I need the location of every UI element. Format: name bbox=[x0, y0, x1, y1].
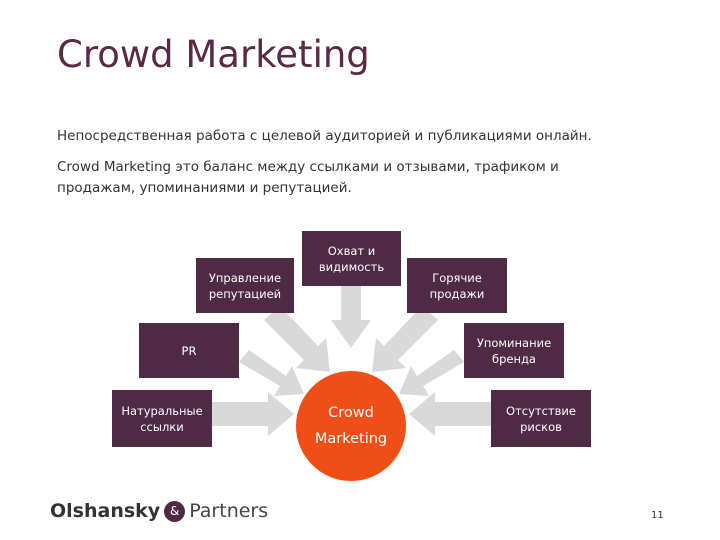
center-circle: Crowd Marketing bbox=[296, 371, 406, 481]
ampersand-icon: & bbox=[164, 500, 186, 522]
arrow-gor bbox=[372, 306, 438, 372]
arrow-ots bbox=[409, 392, 491, 436]
box-pr-label: PR bbox=[181, 343, 197, 358]
box-no-risks-line1: Отсутствие bbox=[506, 403, 576, 418]
arrow-ohvat bbox=[331, 286, 371, 348]
arrow-pr bbox=[239, 350, 304, 396]
center-label-line1: Crowd bbox=[328, 405, 374, 421]
description-paragraph: Crowd Marketing это баланс между ссылкам… bbox=[57, 159, 559, 196]
logo-partners: Partners bbox=[189, 500, 269, 522]
box-reach-line2: видимость bbox=[318, 259, 385, 274]
arrow-uprav bbox=[264, 306, 330, 372]
box-hot-sales-line2: продажи bbox=[429, 286, 485, 301]
intro-paragraph: Непосредственная работа с целевой аудито… bbox=[57, 128, 592, 144]
page-number: 11 bbox=[651, 510, 664, 521]
box-natural-line1: Натуральные bbox=[121, 403, 203, 418]
arrow-nat bbox=[212, 392, 294, 436]
company-logo: Olshansky & Partners bbox=[50, 500, 268, 522]
logo-name: Olshansky bbox=[50, 500, 161, 522]
box-reputation-line2: репутацией bbox=[208, 286, 282, 301]
center-label-line2: Marketing bbox=[314, 431, 388, 447]
box-pr: PR bbox=[139, 323, 239, 378]
box-hot-sales-line1: Горячие bbox=[432, 270, 482, 285]
box-reputation-line1: Управление bbox=[208, 270, 282, 285]
arrow-upom bbox=[399, 350, 464, 396]
box-brand-line1: Упоминание bbox=[476, 335, 552, 350]
slide-title: Crowd Marketing bbox=[57, 33, 370, 76]
box-brand-line2: бренда bbox=[492, 351, 536, 366]
box-no-risks-line2: рисков bbox=[520, 419, 562, 434]
box-reach-line1: Охват и bbox=[327, 243, 376, 258]
box-natural-line2: ссылки bbox=[140, 419, 184, 434]
